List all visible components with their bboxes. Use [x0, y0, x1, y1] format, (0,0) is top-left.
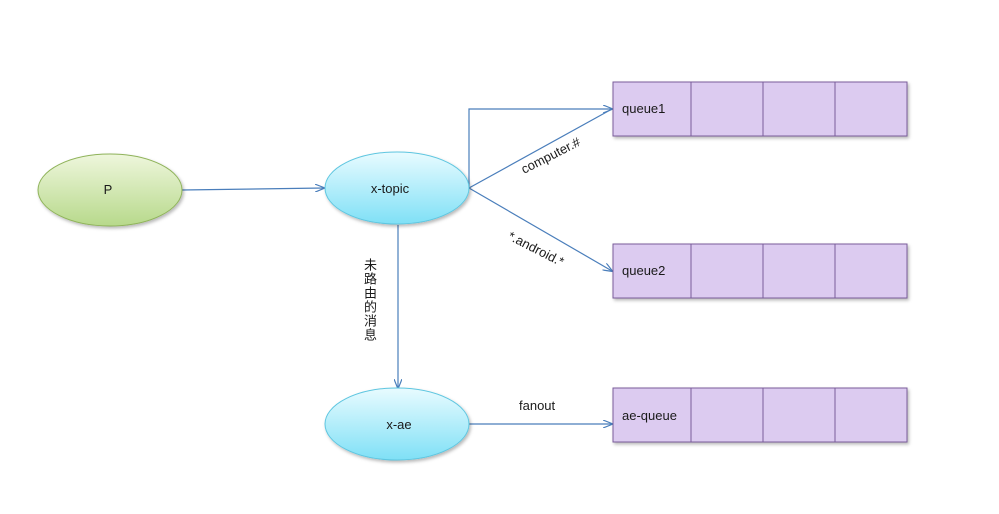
- edge-label-unrouted: 未路由的消息: [361, 258, 376, 342]
- queue2: [612, 243, 908, 299]
- queue1-cell-3: [762, 81, 836, 137]
- edge-label-android: *.android.*: [506, 228, 567, 269]
- ae-queue-cell-1: [612, 387, 692, 443]
- edges: [181, 108, 613, 424]
- edge-topic-to-queue1: [468, 109, 612, 188]
- ae-queue-cell-3: [762, 387, 836, 443]
- queue1-cell-4: [834, 81, 908, 137]
- queue1: [612, 81, 908, 137]
- queue2-cell-1: [612, 243, 692, 299]
- producer-label: P: [104, 182, 113, 197]
- ae-exchange-node: x-ae: [324, 387, 470, 461]
- producer-ellipse: [37, 153, 183, 227]
- edge-topic-to-queue2: [468, 187, 612, 271]
- producer-node: P: [37, 153, 183, 227]
- topic-exchange-label: x-topic: [371, 181, 410, 196]
- edge-label-fanout: fanout: [519, 398, 556, 413]
- ae-exchange-label: x-ae: [386, 417, 411, 432]
- queue2-cell-3: [762, 243, 836, 299]
- ae-exchange-ellipse: [324, 387, 470, 461]
- queue2-cell-2: [690, 243, 764, 299]
- ae-queue-cell-4: [834, 387, 908, 443]
- topic-exchange-node: x-topic: [324, 151, 470, 225]
- queue1-label: queue1: [622, 101, 665, 116]
- ae-queue-label: ae-queue: [622, 408, 677, 423]
- queue1-cell-2: [690, 81, 764, 137]
- edge-producer-to-topic: [181, 188, 324, 190]
- topic-exchange-ellipse: [324, 151, 470, 225]
- ae-queue-cell-2: [690, 387, 764, 443]
- queue2-label: queue2: [622, 263, 665, 278]
- ae-queue: [612, 387, 908, 443]
- queue1-cell-1: [612, 81, 692, 137]
- edge-topic-to-queue1-diagonal: [468, 108, 613, 189]
- queue2-cell-4: [834, 243, 908, 299]
